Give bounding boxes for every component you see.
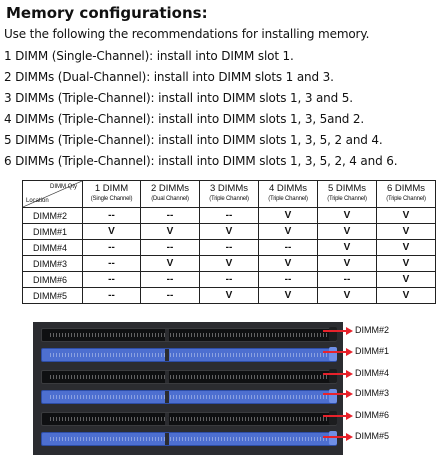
- config-line-5: 5 DIMMs (Triple-Channel): install into D…: [4, 133, 383, 147]
- table-cell: --: [199, 207, 259, 224]
- table-cell: V: [199, 223, 259, 240]
- slot-label-dimm5: DIMM#5: [355, 431, 390, 441]
- dimm-slot-3: [41, 389, 337, 404]
- motherboard-dimm-slots-photo: [33, 322, 343, 455]
- column-header-1: 1 DIMM(Single Channel): [82, 180, 141, 208]
- table-cell: V: [199, 287, 259, 304]
- table-cell: --: [82, 207, 141, 224]
- dimm-config-table: DIMM Qty Location 1 DIMM(Single Channel)…: [22, 180, 436, 304]
- arrow-dimm3: [323, 393, 346, 395]
- row-location: DIMM#5: [22, 287, 83, 304]
- arrow-dimm6: [323, 415, 346, 417]
- table-corner-cell: DIMM Qty Location: [22, 180, 83, 208]
- config-line-1: 1 DIMM (Single-Channel): install into DI…: [4, 49, 294, 63]
- dimm-slot-5: [41, 431, 337, 446]
- table-cell: V: [317, 207, 377, 224]
- table-cell: V: [317, 239, 377, 256]
- corner-location-label: Location: [26, 198, 49, 204]
- arrow-dimm2: [323, 330, 346, 332]
- arrowhead-dimm6: [346, 412, 353, 420]
- arrowhead-dimm1: [346, 348, 353, 356]
- row-location: DIMM#3: [22, 255, 83, 272]
- arrowhead-dimm5: [346, 433, 353, 441]
- table-cell: V: [199, 255, 259, 272]
- config-line-3: 3 DIMMs (Triple-Channel): install into D…: [4, 91, 353, 105]
- table-cell: V: [258, 287, 318, 304]
- table-cell: V: [258, 207, 318, 224]
- table-cell: V: [82, 223, 141, 240]
- row-location: DIMM#4: [22, 239, 83, 256]
- table-cell: V: [376, 223, 436, 240]
- column-header-3: 3 DIMMs(Triple Channel): [199, 180, 259, 208]
- dimm-slot-6: [41, 411, 337, 426]
- table-cell: --: [82, 287, 141, 304]
- table-cell: V: [376, 255, 436, 272]
- dimm-slot-1: [41, 347, 337, 362]
- row-location: DIMM#6: [22, 271, 83, 288]
- column-header-6: 6 DIMMs(Triple Channel): [376, 180, 436, 208]
- table-cell: --: [140, 207, 200, 224]
- table-row: DIMM#2 -- -- -- V V V: [22, 207, 436, 224]
- column-header-2: 2 DIMMs(Dual Channel): [140, 180, 200, 208]
- table-cell: V: [376, 207, 436, 224]
- dimm-slot-2: [41, 327, 337, 342]
- table-row: DIMM#5 -- -- V V V V: [22, 287, 436, 304]
- slot-label-dimm4: DIMM#4: [355, 368, 390, 378]
- table-cell: V: [317, 255, 377, 272]
- arrow-dimm4: [323, 373, 346, 375]
- table-cell: V: [140, 255, 200, 272]
- config-line-6: 6 DIMMs (Triple-Channel): install into D…: [4, 154, 398, 168]
- table-cell: --: [82, 239, 141, 256]
- table-cell: --: [82, 255, 141, 272]
- column-header-5: 5 DIMMs(Triple Channel): [317, 180, 377, 208]
- config-line-4: 4 DIMMs (Triple-Channel): install into D…: [4, 112, 365, 126]
- table-cell: --: [258, 239, 318, 256]
- table-row: DIMM#6 -- -- -- -- -- V: [22, 271, 436, 288]
- table-cell: V: [258, 223, 318, 240]
- arrowhead-dimm3: [346, 390, 353, 398]
- arrow-dimm1: [323, 351, 346, 353]
- row-location: DIMM#1: [22, 223, 83, 240]
- table-cell: --: [317, 271, 377, 288]
- table-cell: V: [258, 255, 318, 272]
- arrowhead-dimm4: [346, 370, 353, 378]
- table-cell: --: [199, 239, 259, 256]
- table-row: DIMM#4 -- -- -- -- V V: [22, 239, 436, 256]
- table-row: DIMM#3 -- V V V V V: [22, 255, 436, 272]
- table-cell: V: [376, 239, 436, 256]
- table-cell: V: [317, 287, 377, 304]
- column-header-4: 4 DIMMs(Triple Channel): [258, 180, 318, 208]
- table-cell: --: [140, 271, 200, 288]
- corner-qty-label: DIMM Qty: [50, 184, 77, 190]
- table-cell: V: [317, 223, 377, 240]
- table-header-row: DIMM Qty Location 1 DIMM(Single Channel)…: [22, 180, 436, 208]
- slot-label-dimm3: DIMM#3: [355, 388, 390, 398]
- intro-text: Use the following the recommendations fo…: [4, 27, 370, 41]
- dimm-slot-4: [41, 369, 337, 384]
- table-cell: --: [199, 271, 259, 288]
- table-cell: V: [140, 223, 200, 240]
- page-title: Memory configurations:: [6, 4, 208, 22]
- table-row: DIMM#1 V V V V V V: [22, 223, 436, 240]
- table-cell: --: [82, 271, 141, 288]
- table-cell: V: [376, 271, 436, 288]
- row-location: DIMM#2: [22, 207, 83, 224]
- config-line-2: 2 DIMMs (Dual-Channel): install into DIM…: [4, 70, 334, 84]
- arrow-dimm5: [323, 436, 346, 438]
- arrowhead-dimm2: [346, 327, 353, 335]
- slot-label-dimm6: DIMM#6: [355, 410, 390, 420]
- slot-label-dimm2: DIMM#2: [355, 325, 390, 335]
- table-cell: V: [376, 287, 436, 304]
- table-cell: --: [258, 271, 318, 288]
- slot-label-dimm1: DIMM#1: [355, 346, 390, 356]
- table-cell: --: [140, 239, 200, 256]
- table-cell: --: [140, 287, 200, 304]
